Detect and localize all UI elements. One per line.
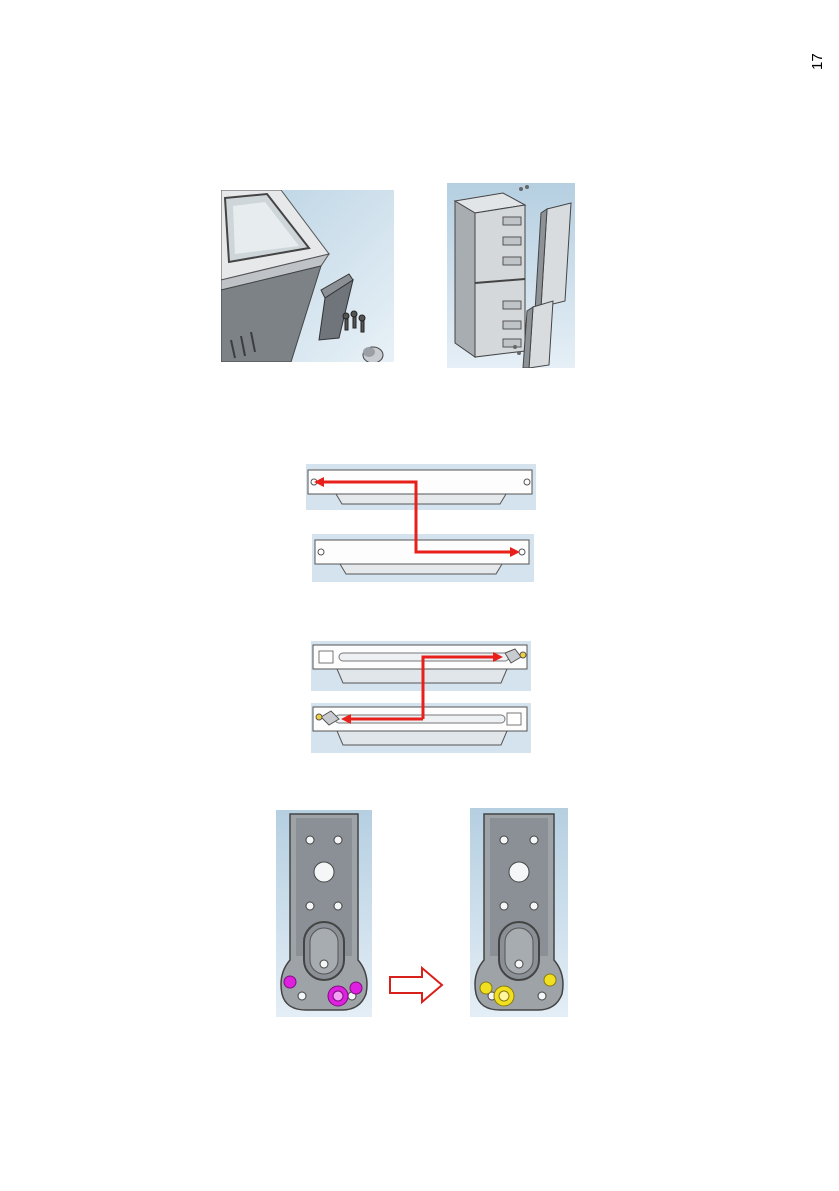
door-removal-illustration <box>447 183 575 368</box>
page-number: 17 <box>808 50 828 74</box>
hinge-cover-removal-illustration <box>221 190 394 362</box>
bottom-panel-swap-figure <box>311 641 531 753</box>
bottom-panel-swap-illustration <box>311 641 531 753</box>
right-arrow-icon <box>388 966 444 1004</box>
hinge-before-figure <box>276 810 372 1017</box>
top-panel-swap-illustration <box>306 464 536 582</box>
hinge-bracket-before-illustration <box>276 810 372 1017</box>
hinge-bracket-after-illustration <box>470 808 568 1017</box>
top-panel-swap-figure <box>306 464 536 582</box>
cabinet-doors-figure <box>447 183 575 368</box>
hinge-cover-figure <box>221 190 394 362</box>
transfer-arrow <box>388 966 444 1004</box>
hinge-after-figure <box>470 808 568 1017</box>
